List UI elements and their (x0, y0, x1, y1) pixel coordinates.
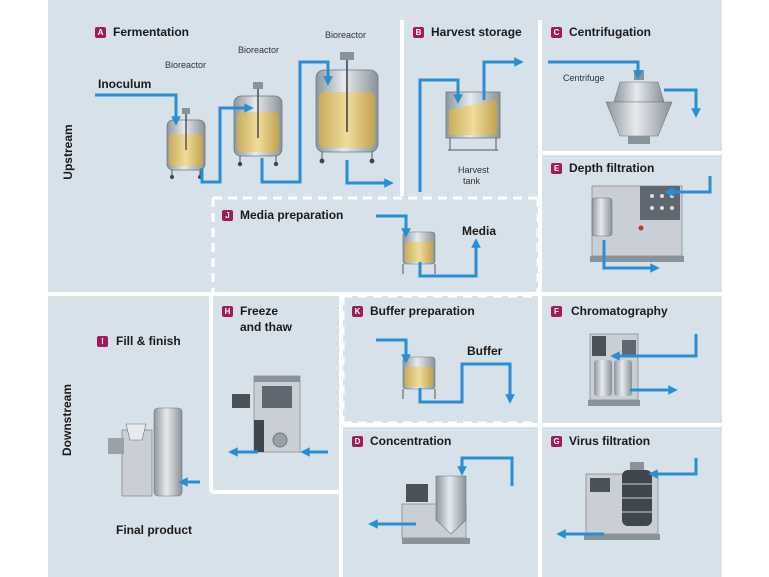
dashed-dividers (211, 196, 540, 425)
buffer-tank (402, 356, 436, 399)
bioreactor-small (166, 108, 206, 179)
title-fermentation: Fermentation (113, 25, 190, 39)
title-fill-finish: Fill & finish (116, 334, 181, 348)
concentration-unit (401, 475, 470, 544)
centrifuge-flow (548, 60, 701, 118)
harvest-flow (418, 57, 524, 192)
label-media: Media (462, 224, 497, 238)
badge-a: A (95, 27, 106, 38)
badge-f: F (551, 306, 562, 317)
title-harvest-storage: Harvest storage (431, 25, 522, 39)
badge-j: J (222, 210, 233, 221)
label-bioreactor-3: Bioreactor (325, 30, 367, 40)
label-bioreactor-1: Bioreactor (165, 60, 207, 70)
badge-d: D (352, 436, 363, 447)
title-centrifugation: Centrifugation (569, 25, 651, 39)
media-flow (376, 214, 481, 278)
badge-i: I (97, 336, 108, 347)
chromatography-flow (610, 334, 698, 395)
fill-finish-unit (108, 407, 183, 497)
badge-c: C (551, 27, 562, 38)
bioreactor-large (315, 52, 379, 164)
badge-b: B (413, 27, 424, 38)
bioreactor-medium (233, 82, 283, 167)
label-buffer: Buffer (467, 344, 503, 358)
title-buffer-preparation: Buffer preparation (370, 304, 475, 318)
downstream-label: Downstream (60, 383, 74, 457)
label-final-product: Final product (116, 523, 192, 537)
buffer-flow (376, 338, 515, 404)
badge-k: K (352, 306, 363, 317)
label-harvest-tank-line1: Harvest (458, 165, 490, 175)
upstream-label: Upstream (61, 124, 75, 180)
title-concentration: Concentration (370, 434, 452, 448)
harvest-tank (445, 91, 501, 151)
title-chromatography: Chromatography (571, 304, 668, 318)
centrifuge (605, 70, 673, 144)
label-centrifuge: Centrifuge (563, 73, 605, 83)
section-dividers (48, 20, 722, 577)
chromatography-unit (588, 333, 640, 406)
title-and-thaw: and thaw (240, 320, 293, 334)
depth-filtration-flow (602, 176, 712, 273)
media-tank (402, 231, 436, 274)
title-freeze: Freeze (240, 304, 279, 318)
depth-filtration-unit (590, 185, 684, 262)
title-virus-filtration: Virus filtration (569, 434, 651, 448)
title-depth-filtration: Depth filtration (569, 161, 655, 175)
label-harvest-tank-line2: tank (463, 176, 481, 186)
badge-e: E (551, 163, 562, 174)
label-inoculum: Inoculum (98, 77, 152, 91)
badge-h: H (222, 306, 233, 317)
concentration-flow (368, 456, 514, 529)
badge-g: G (551, 436, 562, 447)
virus-filtration-unit (584, 462, 660, 540)
fermentation-flow (95, 60, 394, 188)
title-media-preparation: Media preparation (240, 208, 344, 222)
label-bioreactor-2: Bioreactor (238, 45, 280, 55)
freeze-thaw-unit (232, 375, 301, 453)
virus-filtration-flow (556, 458, 698, 539)
